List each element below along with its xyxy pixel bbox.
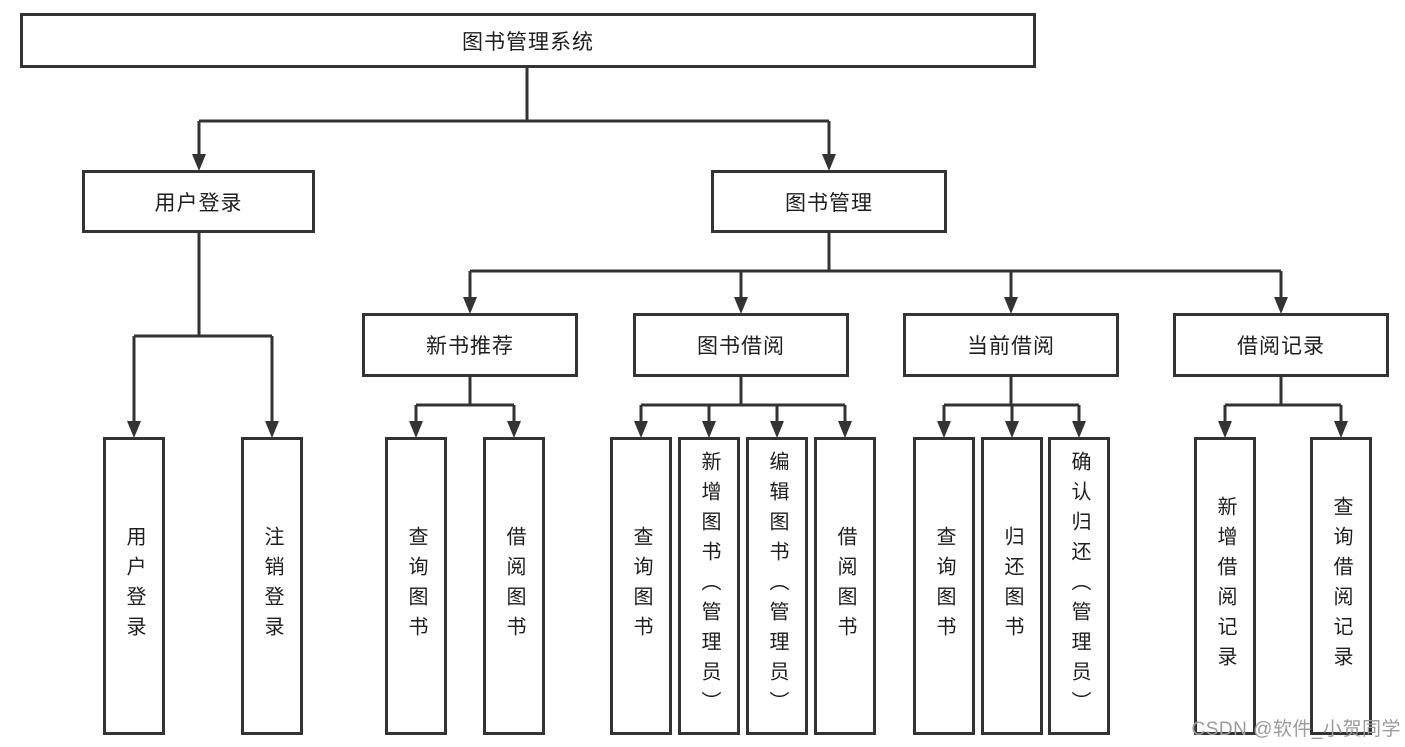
leaf-borrow-book: 借阅图书 — [814, 437, 876, 735]
arrowhead-cur-return — [1005, 421, 1019, 438]
arrowhead-recd-query — [1334, 421, 1348, 438]
node-new-book-recommend: 新书推荐 — [362, 313, 578, 377]
leaf-add-book-admin: 新增图书（管理员） — [678, 437, 740, 735]
leaf-borrow-query-book: 查询图书 — [610, 437, 672, 735]
node-current-borrow: 当前借阅 — [903, 313, 1119, 377]
leaf-add-borrow-record: 新增借阅记录 — [1194, 437, 1256, 735]
node-root: 图书管理系统 — [20, 13, 1036, 68]
arrowhead-borrow — [734, 297, 748, 314]
node-borrow-record: 借阅记录 — [1173, 313, 1389, 377]
arrowhead-rec-query — [409, 421, 423, 438]
connector-manage — [468, 233, 1283, 299]
arrowhead-login-logout — [265, 421, 279, 438]
arrowhead-login-user — [127, 421, 141, 438]
leaf-recommend-borrow-book: 借阅图书 — [483, 437, 545, 735]
arrowhead-cur-confirm — [1072, 421, 1086, 438]
leaf-current-query-book: 查询图书 — [913, 437, 975, 735]
connector-current — [942, 377, 1081, 423]
connector-login — [132, 233, 274, 423]
arrowhead-current — [1004, 297, 1018, 314]
arrowhead-recommend — [463, 297, 477, 314]
leaf-logout-login: 注销登录 — [241, 437, 303, 735]
leaf-query-borrow-record: 查询借阅记录 — [1310, 437, 1372, 735]
arrowhead-bor-edit — [770, 421, 784, 438]
node-user-login: 用户登录 — [82, 170, 315, 233]
arrowhead-manage — [822, 154, 836, 171]
arrowhead-recd-add — [1218, 421, 1232, 438]
arrowhead-bor-add — [702, 421, 716, 438]
leaf-return-book: 归还图书 — [981, 437, 1043, 735]
leaf-confirm-return-admin: 确认归还（管理员） — [1048, 437, 1110, 735]
arrowhead-record — [1274, 297, 1288, 314]
arrowhead-bor-query — [634, 421, 648, 438]
node-book-borrow: 图书借阅 — [633, 313, 849, 377]
connector-root — [197, 68, 831, 156]
node-book-management: 图书管理 — [711, 170, 947, 233]
arrowhead-bor-borrow — [838, 421, 852, 438]
leaf-user-login: 用户登录 — [103, 437, 165, 735]
connector-borrow — [639, 377, 847, 423]
connector-recommend — [414, 377, 516, 423]
leaf-edit-book-admin: 编辑图书（管理员） — [746, 437, 808, 735]
arrowhead-login — [192, 154, 206, 171]
connector-record — [1223, 377, 1343, 423]
arrowhead-cur-query — [937, 421, 951, 438]
arrowhead-rec-borrow — [507, 421, 521, 438]
watermark-text: CSDN @软件_小贺同学 — [1191, 719, 1401, 740]
leaf-recommend-query-book: 查询图书 — [385, 437, 447, 735]
